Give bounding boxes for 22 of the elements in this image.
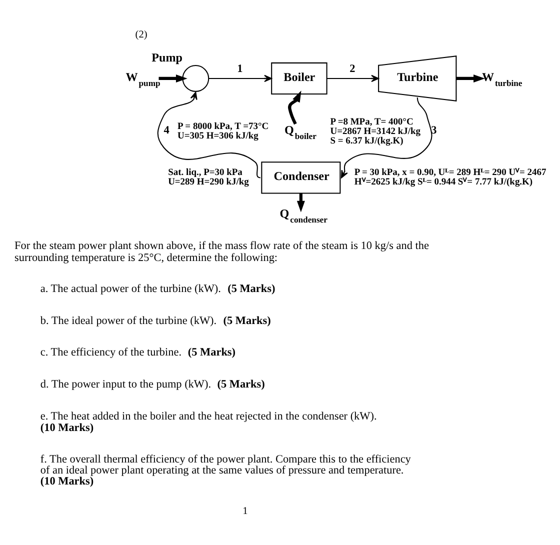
label: 1 <box>242 505 248 516</box>
label: Sat. liq., P=30 kPa U=289 H=290 kJ/kg <box>168 167 249 187</box>
node-text: W$_{pump}$ <box>126 69 160 88</box>
node-text: Q$_{condenser}$ <box>280 206 328 224</box>
label: e. The heat added in the boiler and the heat rejected in the condenser (kW). (10 Marks) <box>40 410 377 434</box>
label: b. The ideal power of the turbine (kW). (5 Marks) <box>40 314 271 326</box>
label: c. The efficiency of the turbine. (5 Marks) <box>40 346 236 358</box>
label: P = 8000 kPa, T =73°C U=305 H=306 kJ/kg <box>178 121 269 141</box>
node-label: Pump <box>152 50 183 64</box>
label: d. The power input to the pump (kW). (5 Marks) <box>40 378 265 390</box>
label: For the steam power plant shown above, if the mass flow rate of the steam is 10 kg/s and the surrounding temperature is 25°C, determine the following: <box>14 239 429 264</box>
label: f. The overall thermal efficiency of the power plant. Compare this to the efficiency of an ideal power plant operating at the same values of pressure and temperature. (10 Marks) <box>40 452 411 488</box>
edge-label: 1 <box>237 62 243 74</box>
label: P =8 MPa, T= 400°C U=2867 H=3142 kJ/kg S = 6.37 kJ/(kg.K) <box>330 116 420 146</box>
node-text: Q$_{boiler}$ <box>284 122 316 140</box>
edge-label: 3 <box>431 124 437 136</box>
label: (2) <box>135 29 148 40</box>
label: a. The actual power of the turbine (kW). (5 Marks) <box>40 282 276 294</box>
label: P = 30 kPa, x = 0.90, Uᴸ= 289 Hᴸ= 290 Uⱽ= 2467 Hⱽ=2625 kJ/kg Sᴸ= 0.944 Sⱽ= 7.77 kJ/(kg.K) <box>354 167 546 187</box>
node-text: W$_{turbine}$ <box>482 69 522 88</box>
edge-label: 4 <box>164 124 170 136</box>
edge-label: 2 <box>350 62 356 74</box>
